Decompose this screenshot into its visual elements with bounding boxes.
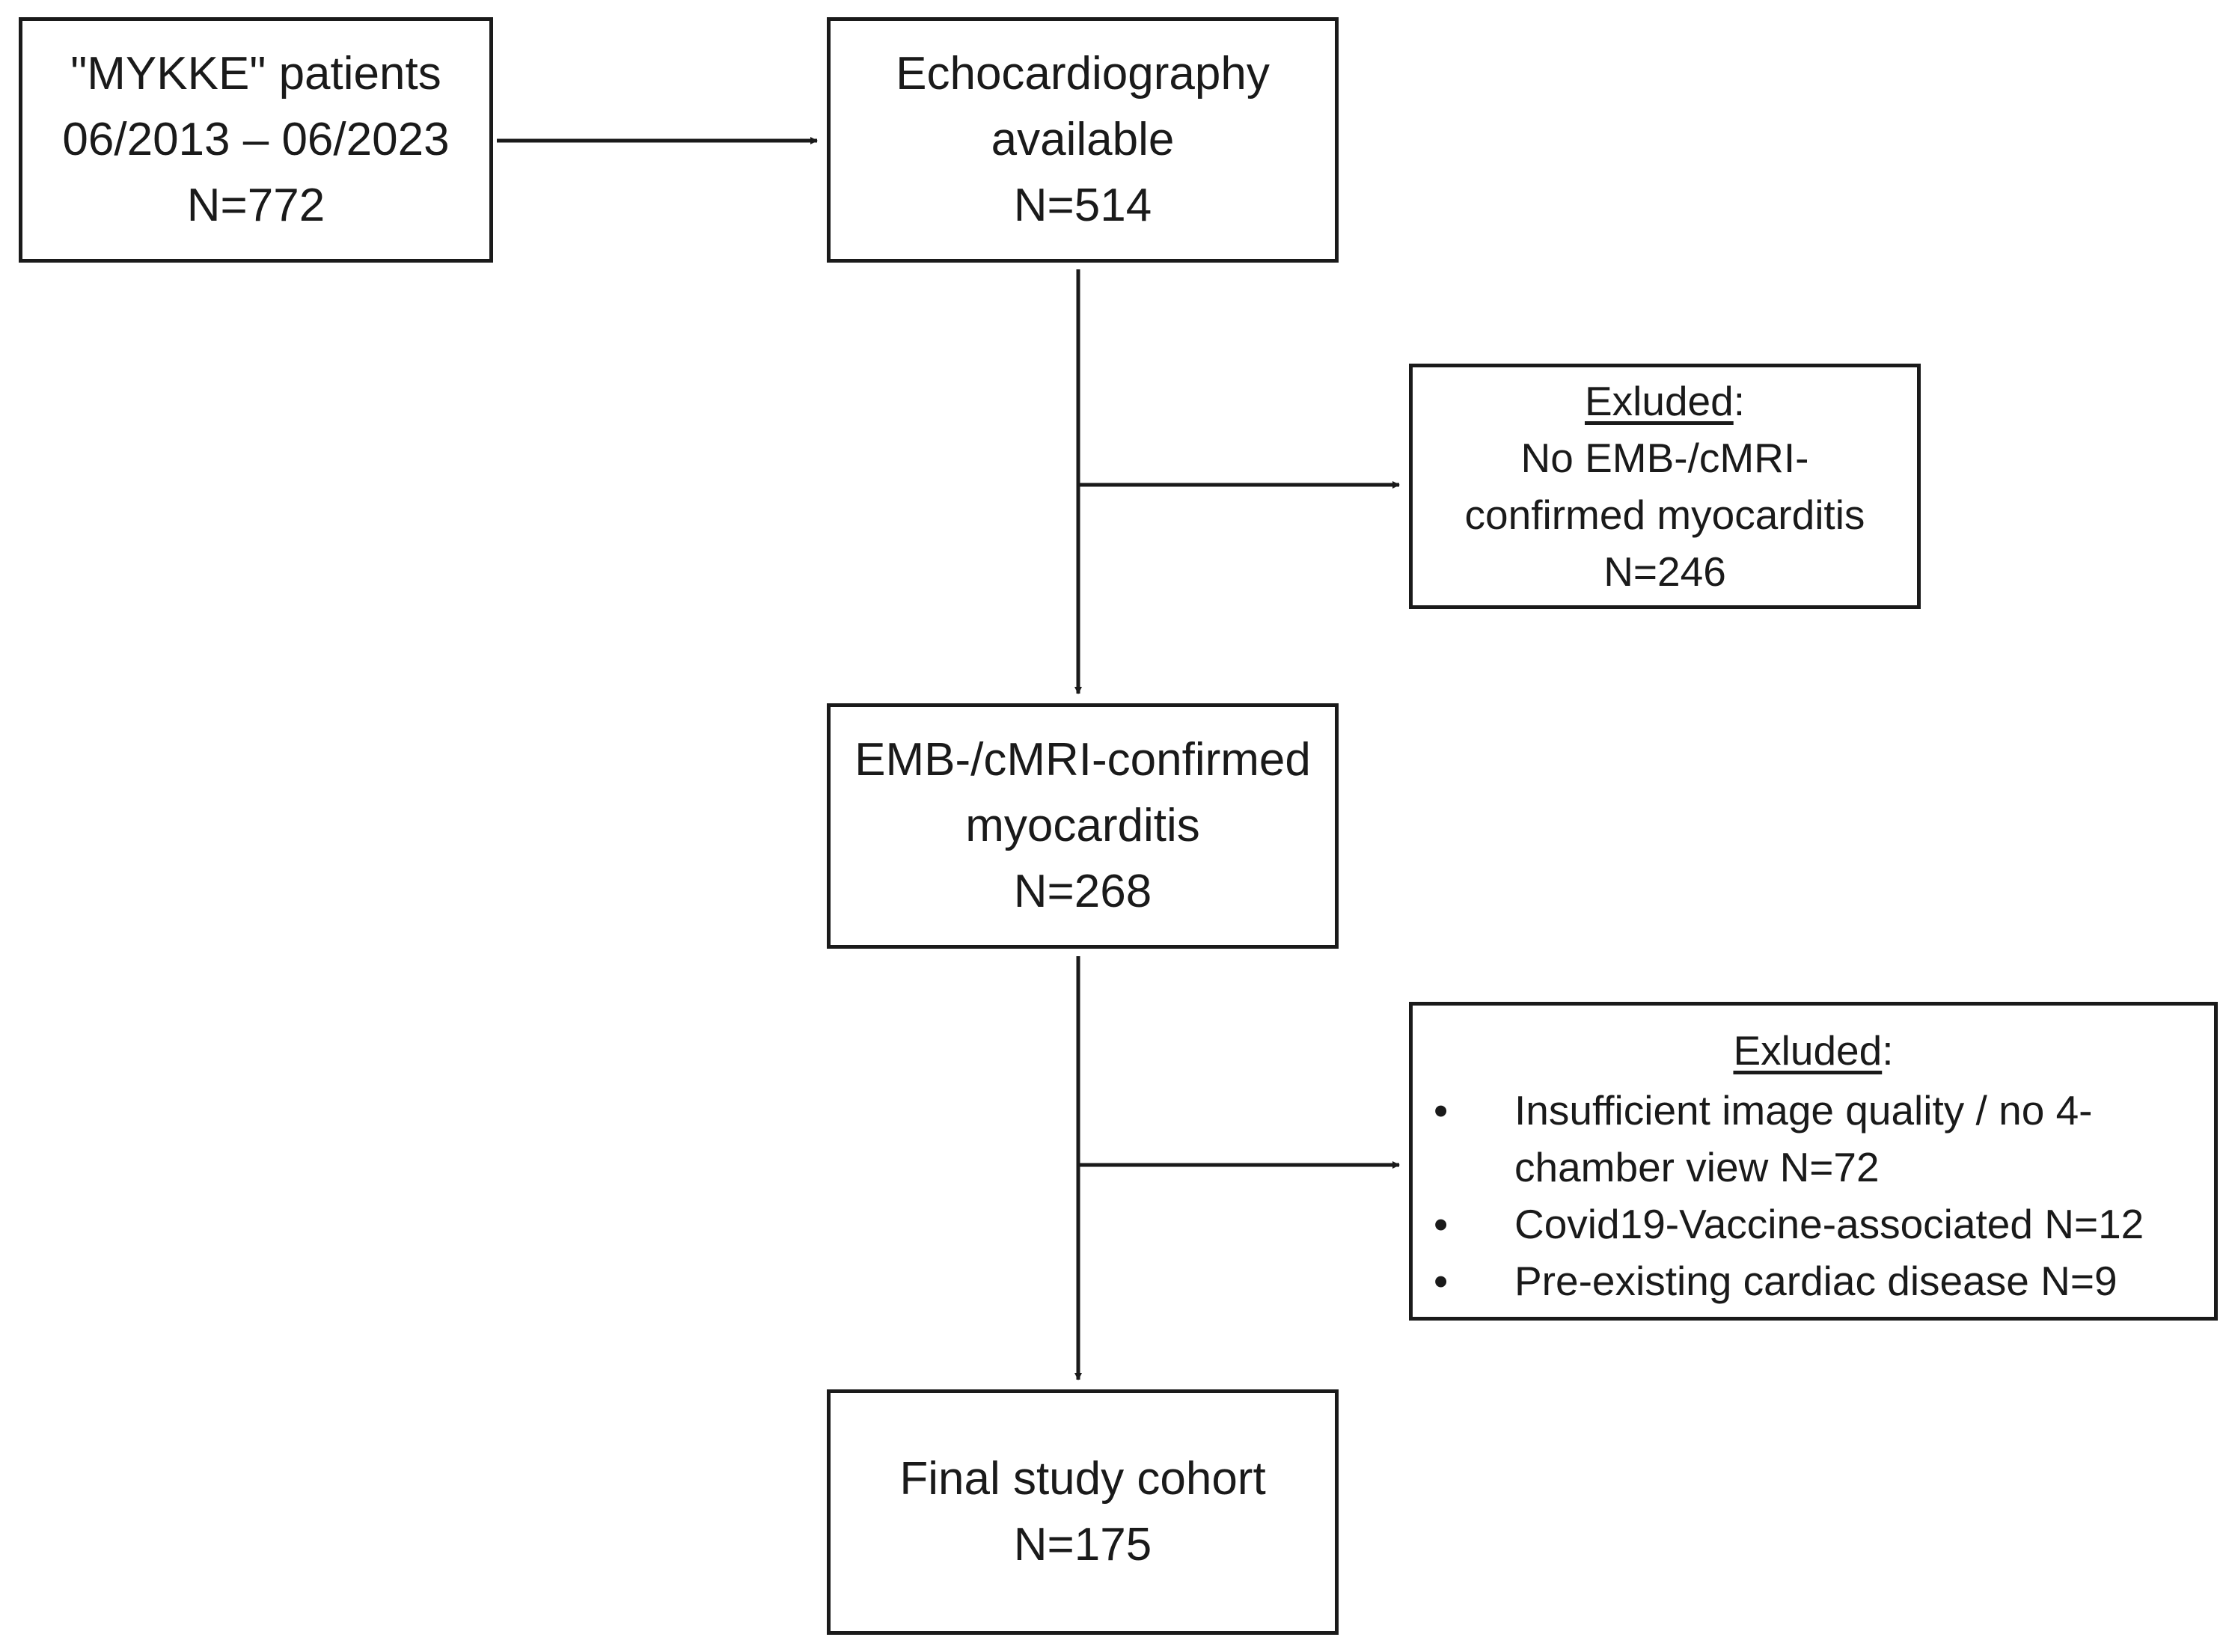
echocardiography-box: Echocardiography available N=514 <box>827 17 1339 263</box>
item-line: chamber view N=72 <box>1514 1144 1880 1190</box>
box-line: EMB-/cMRI-confirmed <box>854 734 1311 786</box>
item-line: Insufficient image quality / no 4- <box>1514 1087 2093 1134</box>
box-line: Echocardiography <box>896 48 1270 100</box>
box-line: N=772 <box>186 180 325 231</box>
item-line: Covid19-Vaccine-associated N=12 <box>1514 1201 2144 1247</box>
bullet-icon: • <box>1434 1087 1449 1134</box>
box-line: 06/2013 – 06/2023 <box>62 114 450 165</box>
exclusion-item: • Covid19-Vaccine-associated N=12 <box>1413 1196 2214 1252</box>
box-line: Final study cohort <box>899 1453 1266 1505</box>
exclusion-item: • Insufficient image quality / no 4- cha… <box>1413 1082 2214 1196</box>
mykke-patients-box: "MYKKE" patients 06/2013 – 06/2023 N=772 <box>19 17 493 263</box>
final-cohort-box: Final study cohort N=175 <box>827 1389 1339 1635</box>
excluded-heading: Exluded: <box>1733 1027 1894 1074</box>
confirmed-myocarditis-box: EMB-/cMRI-confirmed myocarditis N=268 <box>827 703 1339 949</box>
bullet-icon: • <box>1434 1258 1449 1304</box>
box-line: N=514 <box>1013 180 1152 231</box>
box-line: N=175 <box>1013 1519 1152 1570</box>
box-line: myocarditis <box>965 800 1200 851</box>
box-line: N=246 <box>1603 548 1726 595</box>
box-line: "MYKKE" patients <box>70 48 441 100</box>
exclusion-item: • Pre-existing cardiac disease N=9 <box>1413 1252 2214 1309</box>
box-line: N=268 <box>1013 866 1152 917</box>
excluded-criteria-box: Exluded: • Insufficient image quality / … <box>1409 1002 2218 1321</box>
excluded-no-confirmation-box: Exluded: No EMB-/cMRI- confirmed myocard… <box>1409 364 1921 609</box>
box-line: available <box>991 114 1175 165</box>
box-line: No EMB-/cMRI- <box>1520 435 1809 481</box>
item-line: Pre-existing cardiac disease N=9 <box>1514 1258 2118 1304</box>
exclusion-list: • Insufficient image quality / no 4- cha… <box>1413 1082 2214 1309</box>
excluded-heading: Exluded: <box>1584 378 1746 424</box>
bullet-icon: • <box>1434 1201 1449 1247</box>
box-line: confirmed myocarditis <box>1464 492 1865 538</box>
